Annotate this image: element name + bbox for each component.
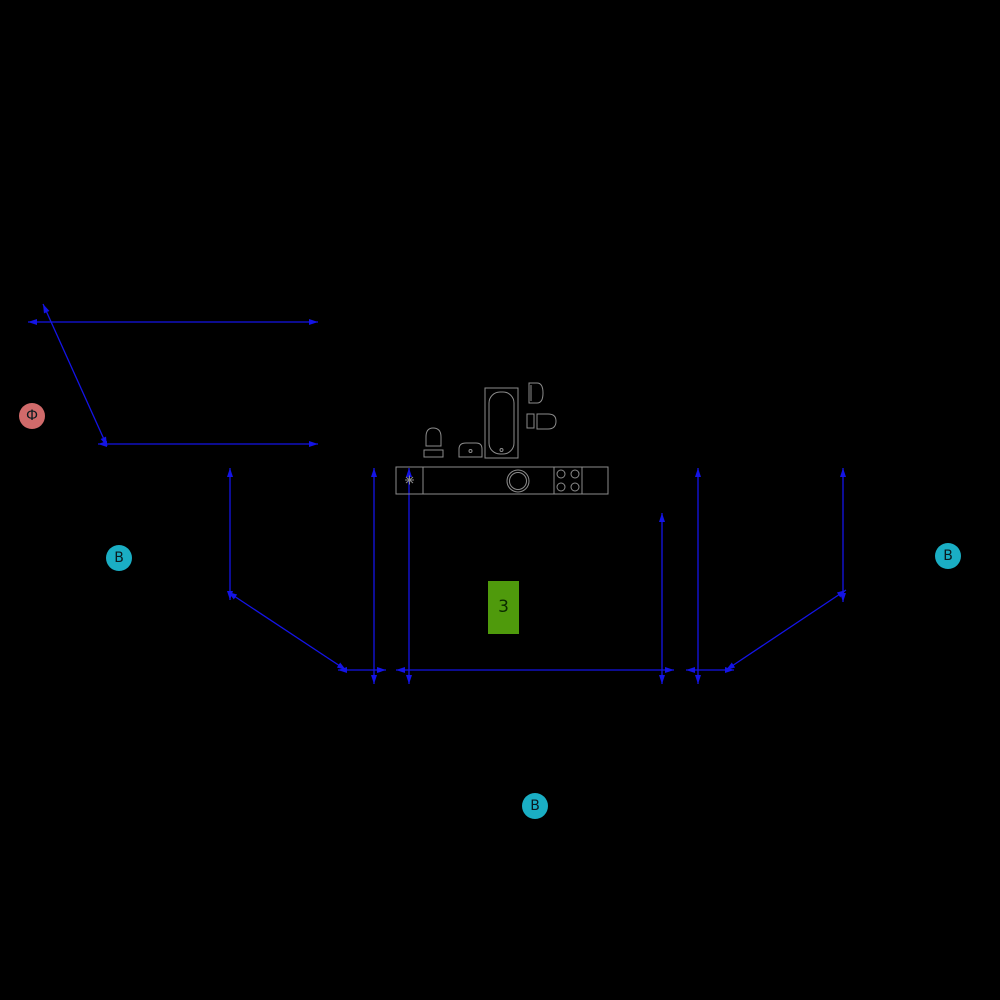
marker-v-bottom[interactable]: В (522, 793, 548, 819)
sink-icon (458, 442, 483, 458)
marker-f[interactable]: Ф (19, 403, 45, 429)
toilet-side-icon (526, 413, 557, 430)
washing-machine-icon (506, 469, 530, 493)
marker-v-right[interactable]: В (935, 543, 961, 569)
asterisk-icon (405, 475, 414, 485)
bathtub-icon (484, 387, 519, 459)
kitchen-counter-icon (395, 466, 609, 495)
marker-v-left[interactable]: В (106, 545, 132, 571)
dimension-lines (28, 303, 847, 684)
room-tag[interactable]: 3 (488, 581, 519, 634)
bidet-icon (528, 382, 544, 404)
dimension-line (725, 589, 847, 671)
dimension-line (42, 303, 108, 447)
cooktop-icon (556, 469, 580, 492)
dimension-line (227, 591, 347, 671)
toilet-icon (423, 427, 444, 458)
